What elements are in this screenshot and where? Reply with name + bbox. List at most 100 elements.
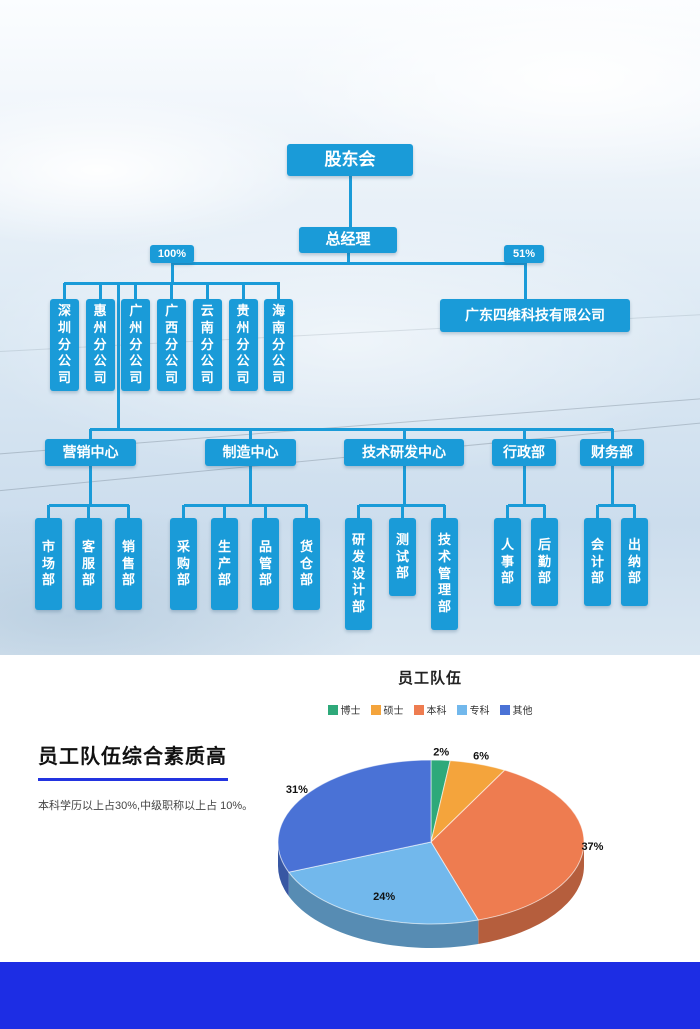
connector-line xyxy=(610,466,614,507)
pie-wall-2 xyxy=(478,842,584,944)
legend-swatch xyxy=(370,704,381,715)
connector-line xyxy=(183,503,307,507)
connector-line xyxy=(170,283,174,299)
pie-value-label-0: 2% xyxy=(433,746,449,758)
legend-label: 专科 xyxy=(469,706,490,717)
org-node-subsidiary-4: 云南分公司 xyxy=(192,299,222,391)
pie-slice-4 xyxy=(277,759,432,873)
connector-line xyxy=(170,263,174,284)
connector-line xyxy=(182,505,185,518)
connector-line xyxy=(47,505,50,518)
connector-line xyxy=(63,283,66,299)
connector-line xyxy=(89,466,92,507)
connector-line xyxy=(522,429,526,439)
org-node-dept-1: 制造中心 xyxy=(205,439,296,466)
legend-swatch xyxy=(413,704,424,715)
connector-line xyxy=(241,283,245,299)
org-node-dept-2-child-1: 测试部 xyxy=(389,518,416,596)
org-node-dept-1-child-2: 品管部 xyxy=(252,518,279,610)
connector-line xyxy=(264,505,267,518)
pie-value-label-1: 6% xyxy=(473,750,489,762)
connector-line xyxy=(596,505,599,518)
org-node-subsidiary-3: 广西分公司 xyxy=(157,299,187,391)
connector-line xyxy=(98,283,102,299)
connector-line xyxy=(543,505,546,518)
connector-line xyxy=(305,505,308,518)
org-node-dept-4-child-1: 出纳部 xyxy=(621,518,648,606)
connector-line xyxy=(346,253,350,264)
org-node-dept-0: 营销中心 xyxy=(45,439,136,466)
pie-chart: 2% 6% 37% 24% 31% xyxy=(277,746,604,948)
org-node-affiliate: 广东四维科技有限公司 xyxy=(440,299,630,332)
pie-legend: 博士 硕士 本科 专科其他 xyxy=(160,702,700,717)
employee-stats-section: 2% 6% 37% 24% 31% 员工队伍 博士 硕士 本科 专科其他 员工队伍综合素质高 … xyxy=(0,655,700,962)
pie-slice-2 xyxy=(430,769,585,921)
legend-label: 本科 xyxy=(426,706,447,717)
org-node-subsidiary-1: 惠州分公司 xyxy=(85,299,115,391)
connector-line xyxy=(443,505,446,518)
connector-line xyxy=(127,505,130,518)
org-node-dept-3-child-0: 人事部 xyxy=(494,518,521,606)
pie-value-label-3: 24% xyxy=(373,891,395,903)
pie-chart-header: 员工队伍 博士 硕士 本科 专科其他 xyxy=(160,667,700,717)
connector-line xyxy=(249,429,252,439)
connector-line xyxy=(522,466,526,507)
pie-value-label-4: 31% xyxy=(286,784,308,796)
org-node-dept-0-child-0: 市场部 xyxy=(35,518,62,610)
org-node-dept-2: 技术研发中心 xyxy=(344,439,464,466)
legend-item-2: 本科 xyxy=(413,702,447,717)
connector-line xyxy=(402,429,406,439)
connector-line xyxy=(507,503,545,507)
org-node-shareholders: 股东会 xyxy=(287,144,413,176)
pie-wall-3 xyxy=(288,872,479,948)
pie-chart-title: 员工队伍 xyxy=(397,670,462,687)
org-node-general-manager: 总经理 xyxy=(299,227,397,253)
connector-line xyxy=(506,505,509,518)
connector-line xyxy=(134,283,138,299)
footer-bar xyxy=(0,962,700,1029)
connector-line xyxy=(90,427,613,431)
org-node-subsidiary-5: 贵州分公司 xyxy=(228,299,258,391)
org-node-dept-4: 财务部 xyxy=(580,439,644,466)
connector-line xyxy=(597,503,635,507)
connector-line xyxy=(357,505,360,518)
ownership-label-100: 100% xyxy=(150,245,194,263)
org-node-subsidiary-6: 海南分公司 xyxy=(264,299,294,391)
connector-line xyxy=(633,505,636,518)
org-node-dept-2-child-2: 技术管理部 xyxy=(431,518,458,630)
connector-line xyxy=(116,283,120,430)
org-node-dept-2-child-0: 研发设计部 xyxy=(345,518,372,630)
section-heading: 员工队伍综合素质高 xyxy=(38,746,227,768)
connector-line xyxy=(172,261,525,265)
org-node-dept-1-child-3: 货仓部 xyxy=(293,518,320,610)
legend-item-3: 专科 xyxy=(456,702,490,717)
legend-item-1: 硕士 xyxy=(370,702,404,717)
org-node-subsidiary-0: 深圳分公司 xyxy=(50,299,79,391)
legend-swatch xyxy=(456,704,467,715)
connector-line xyxy=(402,466,406,507)
legend-label: 硕士 xyxy=(383,706,404,717)
legend-swatch xyxy=(499,704,510,715)
lead-text-block: 员工队伍综合素质高 本科学历以上占30%,中级职称以上占 10%。 xyxy=(38,740,278,813)
connector-line xyxy=(523,263,527,300)
org-node-dept-1-child-0: 采购部 xyxy=(170,518,197,610)
legend-swatch xyxy=(327,704,338,715)
legend-item-4: 其他 xyxy=(499,702,533,717)
pie-wall-4 xyxy=(278,842,289,897)
org-node-dept-4-child-0: 会计部 xyxy=(584,518,611,606)
connector-line xyxy=(249,466,252,507)
connector-line xyxy=(401,505,404,518)
pie-value-label-2: 37% xyxy=(581,841,603,853)
org-node-dept-3-child-1: 后勤部 xyxy=(531,518,558,606)
heading-underline xyxy=(38,778,228,781)
connector-line xyxy=(87,505,90,518)
org-node-dept-0-child-1: 客服部 xyxy=(75,518,102,610)
connector-line xyxy=(610,429,614,439)
org-node-subsidiary-2: 广州分公司 xyxy=(121,299,151,391)
connector-line xyxy=(277,283,281,299)
legend-label: 博士 xyxy=(340,706,361,717)
connector-line xyxy=(89,429,92,439)
org-node-dept-3: 行政部 xyxy=(492,439,556,466)
